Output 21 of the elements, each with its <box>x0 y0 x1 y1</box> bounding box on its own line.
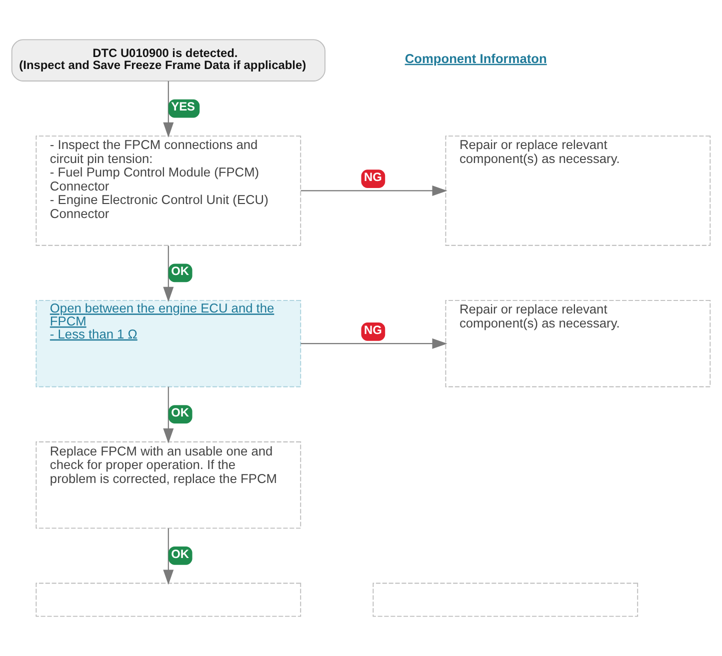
node-box: DTC U010900 is detected. (Inspect and Save Freeze Frame Data if applicable) <box>11 39 326 82</box>
node-box: Open between the engine ECU and the FPCM - Less than 1 Ω <box>36 300 302 388</box>
label: Component Informaton <box>404 50 547 66</box>
arrow <box>163 386 174 444</box>
edge-label: OK <box>171 264 190 278</box>
edge-label: OK <box>171 406 190 420</box>
edge-label: NG <box>364 322 382 337</box>
edge-label: YES <box>171 100 196 114</box>
node-box: - Inspect the FPCM connections and circuit pin tension: - Fuel Pump Control Module (FPCM) Connector - Engine Electronic Control Unit (ECU) Connector <box>36 136 302 246</box>
node-box <box>372 582 638 617</box>
node-box: Repair or replace relevant component(s) as necessary. <box>445 300 711 388</box>
arrow <box>300 185 448 196</box>
edge-label: NG <box>364 170 382 184</box>
node-box: Replace FPCM with an usable one and check for proper operation. If the problem is corrected, replace the FPCM <box>36 441 302 529</box>
node-box: Repair or replace relevant component(s) as necessary. <box>445 136 711 246</box>
arrow <box>300 338 448 349</box>
node-box <box>36 582 302 617</box>
arrow <box>163 246 174 302</box>
arrow <box>163 81 174 138</box>
arrow <box>163 528 174 585</box>
edge-label: OK <box>171 546 190 561</box>
